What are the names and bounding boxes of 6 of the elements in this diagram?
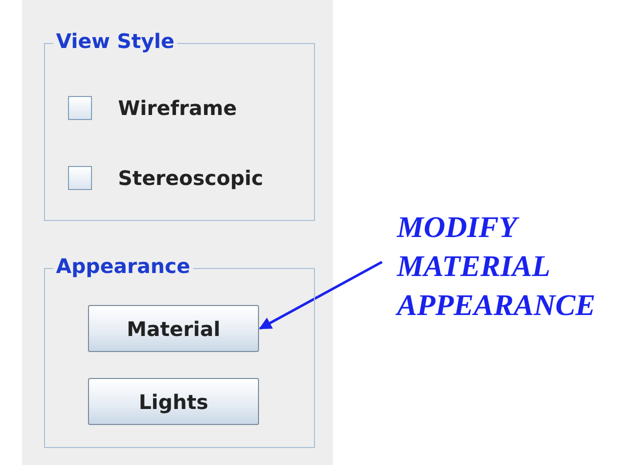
button: Lights bbox=[88, 378, 259, 425]
annotation-text: MODIFY MATERIAL APPEARANCE bbox=[397, 208, 622, 328]
arrow bbox=[258, 260, 383, 330]
checkbox-label: Wireframe bbox=[118, 96, 237, 120]
checkbox-label: Stereoscopic bbox=[118, 166, 264, 190]
button: Material bbox=[88, 305, 259, 352]
